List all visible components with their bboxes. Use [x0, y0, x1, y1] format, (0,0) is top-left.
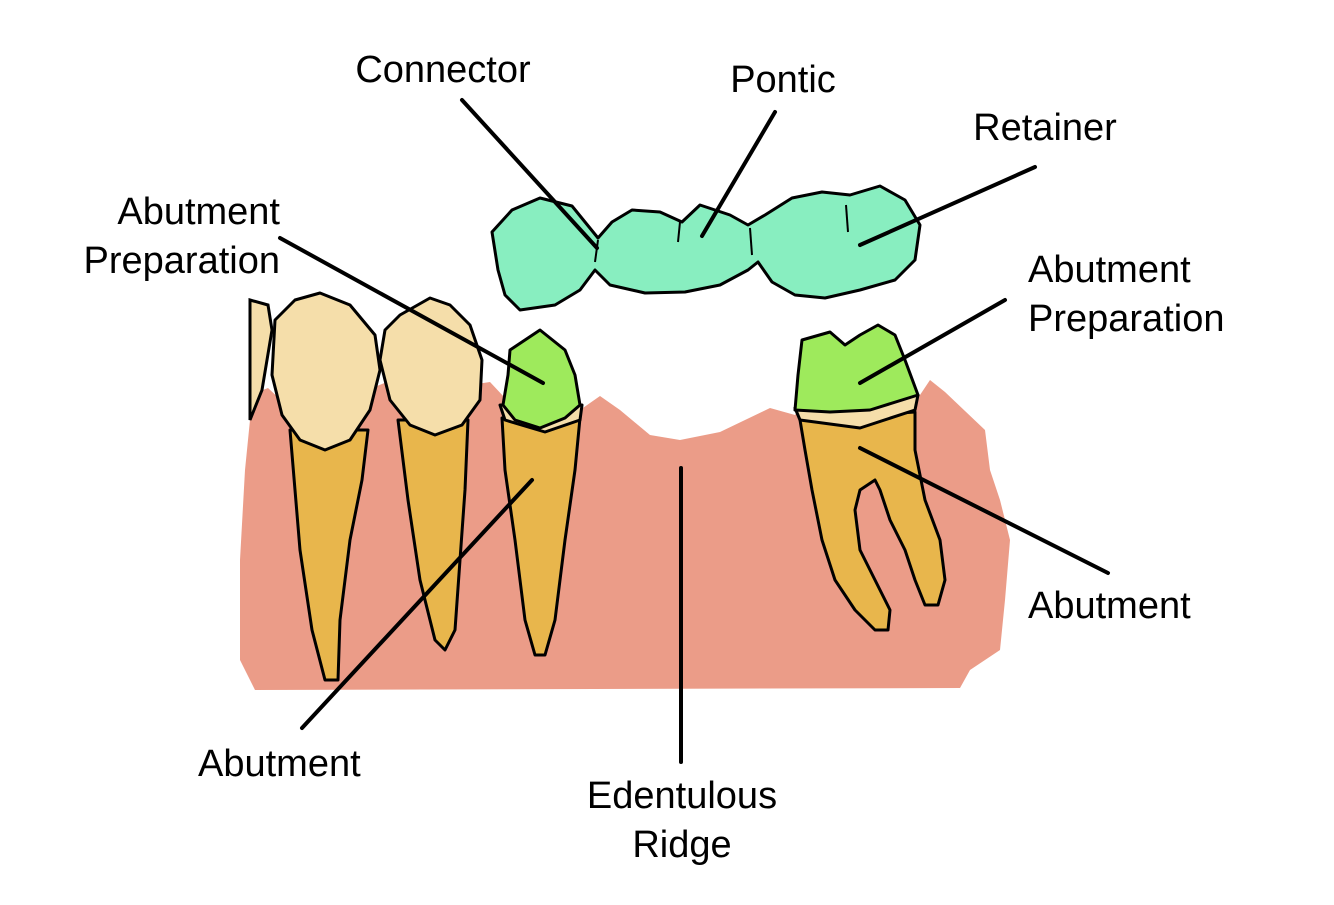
- label-abutment-right: Abutment: [1028, 585, 1191, 627]
- leader-abutment-prep-right: [858, 298, 1007, 385]
- leader-abutment-left: [300, 478, 534, 730]
- partial-crown-left: [248, 298, 274, 421]
- leader-retainer: [858, 165, 1037, 247]
- label-abutment-preparation-left-line1: Abutment: [117, 191, 280, 233]
- leader-connector: [460, 98, 599, 250]
- bridge-prosthesis: [490, 184, 922, 312]
- bridge-connector-line-left: [594, 239, 599, 263]
- leader-abutment-right: [858, 446, 1110, 575]
- label-abutment-preparation-right: Abutment Preparation: [1028, 246, 1268, 345]
- bridge-retainer-line: [845, 204, 849, 233]
- label-connector: Connector: [355, 49, 531, 91]
- leader-pontic: [700, 110, 777, 238]
- tooth-2-root: [396, 418, 470, 652]
- label-edentulous-ridge-line1: Edentulous: [586, 775, 778, 817]
- label-abutment-preparation-right-line1: Abutment: [1028, 249, 1191, 291]
- right-abutment-preparation: [793, 323, 920, 414]
- leader-abutment-prep-left: [278, 236, 545, 385]
- right-abutment-root: [798, 410, 947, 632]
- bridge-cusp-line: [677, 221, 681, 243]
- tooth-1-root: [288, 428, 370, 682]
- label-edentulous-ridge-line2: Ridge: [632, 824, 732, 867]
- left-abutment-root: [500, 416, 582, 657]
- label-abutment-left: Abutment: [198, 743, 361, 785]
- label-abutment-preparation-right-line2: Preparation: [1028, 298, 1225, 341]
- label-abutment-preparation-left-line2: Preparation: [83, 240, 280, 283]
- label-retainer: Retainer: [973, 107, 1117, 149]
- label-edentulous-ridge: Edentulous Ridge: [562, 772, 802, 871]
- bridge-connector-line-right: [749, 227, 753, 256]
- left-abutment-preparation: [501, 328, 582, 430]
- label-pontic: Pontic: [730, 59, 836, 101]
- tooth-2-crown: [378, 296, 484, 437]
- tooth-1-crown: [270, 291, 382, 452]
- leader-lines: [278, 98, 1110, 764]
- label-abutment-preparation-left: Abutment Preparation: [50, 188, 280, 287]
